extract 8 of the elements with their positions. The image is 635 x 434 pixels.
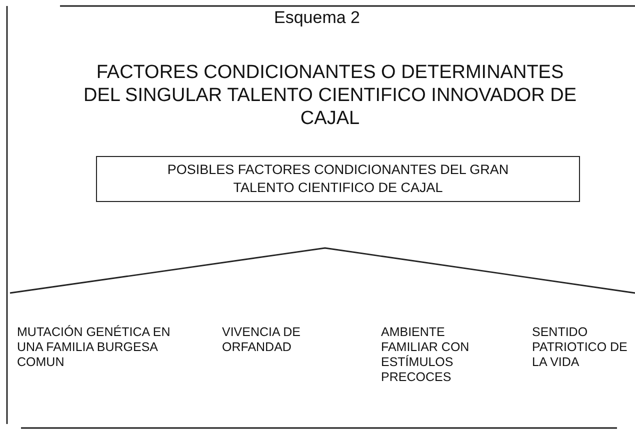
factor-text: MUTACIÓN GENÉTICA EN UNA FAMILIA BURGESA COMUN xyxy=(17,325,172,370)
title: Esquema 2 xyxy=(273,8,361,28)
factor-text: VIVENCIA DE ORFANDAD xyxy=(222,325,302,355)
box-text: POSIBLES FACTORES CONDICIONANTES DEL GRAN TALENTO CIENTIFICO DE CAJAL xyxy=(166,161,510,197)
factor-text: SENTIDO PATRIOTICO DE LA VIDA xyxy=(532,325,628,370)
text-box xyxy=(96,156,580,202)
heading: FACTORES CONDICIONANTES O DETERMINANTES DEL SINGULAR TALENTO CIENTIFICO INNOVADOR DE CAJAL xyxy=(82,62,578,130)
factor-text: AMBIENTE FAMILIAR CON ESTÍMULOS PRECOCES xyxy=(381,325,470,385)
